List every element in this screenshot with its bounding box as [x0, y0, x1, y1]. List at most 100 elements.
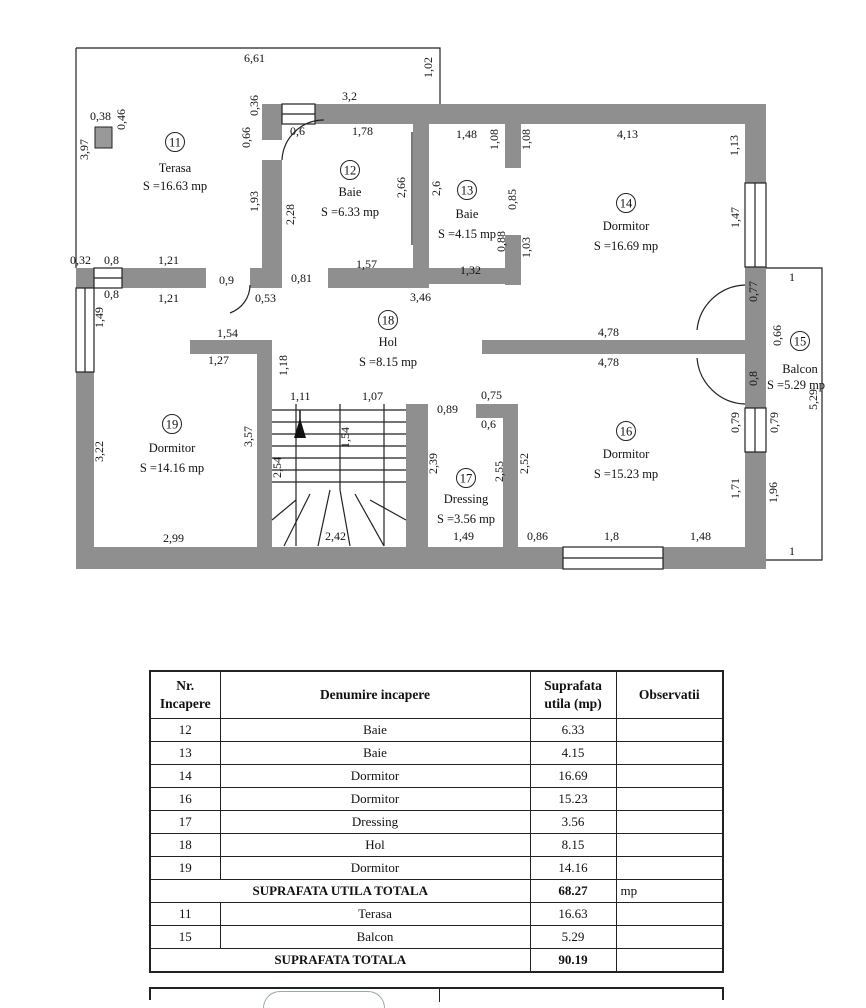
dimension-label: 0,77 [746, 281, 760, 302]
room-name: Hol [379, 335, 398, 349]
dimension-label: 0,85 [505, 189, 519, 210]
dimension-label: 0,36 [247, 95, 261, 116]
room-name: Balcon [782, 362, 818, 376]
dimension-label: 5,29 [806, 389, 820, 410]
cell-area: 14.16 [529, 856, 617, 880]
cell-observation [615, 856, 724, 880]
chimney-block [94, 126, 113, 149]
dimension-label: 2,54 [270, 457, 284, 478]
dimension-label: 1,08 [487, 129, 501, 150]
dimension-label: 3,22 [92, 441, 106, 462]
total-row: SUPRAFATA TOTALA 90.19 [149, 948, 724, 973]
dimension-label: 1,47 [728, 207, 742, 228]
table-header-row: Nr. Incapere Denumire incapere Suprafata… [149, 670, 724, 719]
room-area: S =5.29 mp [767, 378, 825, 392]
room-area: S =16.63 mp [143, 179, 207, 193]
dimension-label: 0,9 [219, 273, 234, 287]
room-number: 17 [460, 472, 473, 486]
dimension-label: 0,6 [481, 417, 496, 431]
dimension-label: 0,75 [481, 388, 502, 402]
room-number: 15 [794, 335, 807, 349]
dimension-label: 1,11 [290, 389, 311, 403]
room-number: 16 [620, 425, 633, 439]
cell-observation [615, 925, 724, 949]
dimension-label: 4,78 [598, 325, 619, 339]
header-observations: Observatii [615, 670, 724, 719]
room-number-circle [162, 414, 182, 434]
total-utila-row: SUPRAFATA UTILA TOTALA 68.27 mp [149, 879, 724, 903]
room-number: 19 [166, 418, 179, 432]
room-area: S =15.23 mp [594, 467, 658, 481]
cell-name: Dormitor [219, 787, 531, 811]
dimension-label: 0,8 [746, 371, 760, 386]
room-name: Dressing [444, 492, 489, 506]
room-area: S =14.16 mp [140, 461, 204, 475]
room-number-circle [616, 421, 636, 441]
room-name: Baie [456, 207, 479, 221]
dimension-label: 1 [789, 544, 795, 558]
cell-name: Hol [219, 833, 531, 857]
dimension-label: 2,55 [492, 461, 506, 482]
room-area: S =8.15 mp [359, 355, 417, 369]
cell-area: 8.15 [529, 833, 617, 857]
dimension-label: 1,71 [728, 478, 742, 499]
dimension-label: 0,66 [239, 127, 253, 148]
room-number: 11 [169, 136, 181, 150]
dimension-label: 1,49 [92, 307, 106, 328]
dimension-label: 3,97 [77, 139, 91, 160]
stamp-divider [439, 989, 440, 1002]
dimension-label: 1,48 [456, 127, 477, 141]
dimension-label: 1,8 [604, 529, 619, 543]
dimension-label: 2,42 [325, 529, 346, 543]
cell-name: Balcon [219, 925, 531, 949]
cell-observation [615, 718, 724, 742]
room-number: 14 [620, 197, 633, 211]
cell-nr: 14 [149, 764, 221, 788]
dimension-label: 0,8 [104, 253, 119, 267]
total-utila-value: 68.27 [529, 879, 617, 903]
cell-nr: 19 [149, 856, 221, 880]
dimension-label: 2,39 [426, 453, 440, 474]
dimension-label: 0,8 [104, 287, 119, 301]
dimension-label: 0,32 [70, 253, 91, 267]
dimension-label: 3,57 [241, 426, 255, 447]
dimension-label: 1,21 [158, 253, 179, 267]
room-name: Dormitor [603, 447, 650, 461]
dimension-label: 3,46 [410, 290, 431, 304]
dimension-label: 1,48 [690, 529, 711, 543]
cell-nr: 15 [149, 925, 221, 949]
dimension-label: 2,28 [283, 204, 297, 225]
dimension-label: 0,53 [255, 291, 276, 305]
dimension-label: 1,18 [276, 355, 290, 376]
windows [75, 103, 767, 570]
dimension-label: 2,99 [163, 531, 184, 545]
dimension-label: 1,49 [453, 529, 474, 543]
dimension-label: 1,13 [727, 135, 741, 156]
dimension-label: 0,38 [90, 109, 111, 123]
cell-nr: 11 [149, 902, 221, 926]
dimension-label: 2,66 [394, 177, 408, 198]
dimension-label: 1,54 [217, 326, 238, 340]
dimension-label: 1,93 [247, 191, 261, 212]
room-number-circle [456, 468, 476, 488]
room-number-circle [790, 331, 810, 351]
dimension-label: 0,86 [527, 529, 548, 543]
dimension-label: 1,57 [356, 257, 377, 271]
dimension-label: 2,52 [517, 453, 531, 474]
cell-observation [615, 810, 724, 834]
cell-area: 6.33 [529, 718, 617, 742]
room-number: 18 [382, 314, 395, 328]
dimension-label: 0,81 [291, 271, 312, 285]
dimension-label: 0,46 [114, 109, 128, 130]
dimension-label: 1,08 [519, 129, 533, 150]
dimension-label: 1,03 [519, 237, 533, 258]
